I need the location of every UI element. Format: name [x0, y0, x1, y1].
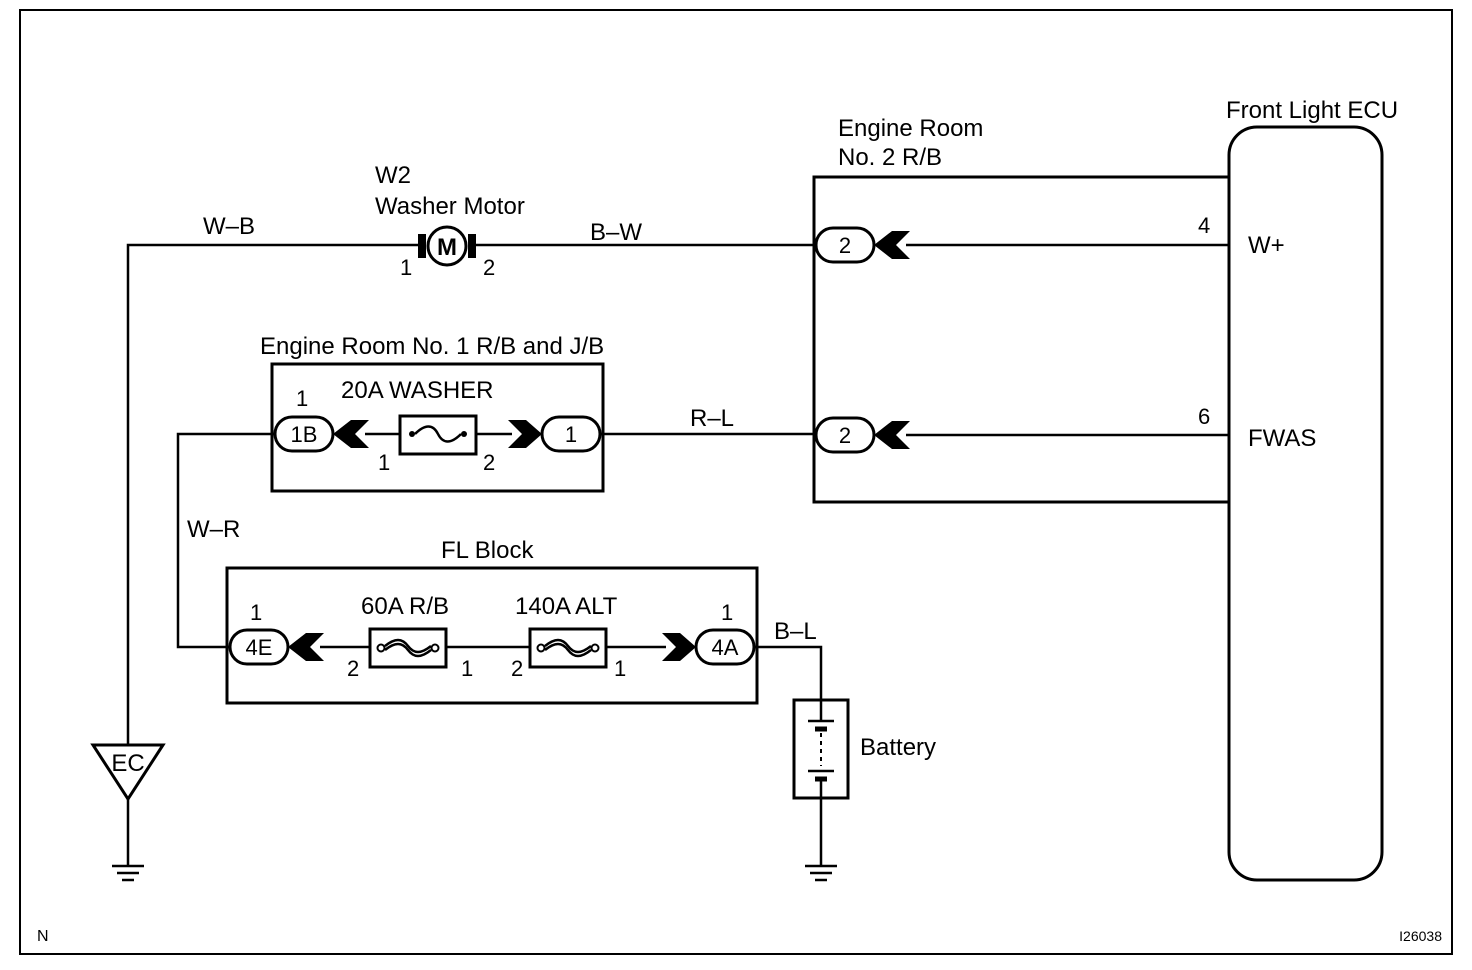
connector-4a-label: 4A: [712, 635, 739, 660]
c1-arrow: [508, 420, 542, 448]
ecu-terminal-fwas: FWAS: [1248, 425, 1316, 452]
ground-ec-label: EC: [111, 750, 144, 777]
fuse-140a-pin-2: 2: [511, 656, 523, 681]
ecu-pin-4-number: 4: [1198, 213, 1210, 238]
fuse-60a-pin-2: 2: [347, 656, 359, 681]
fuse-20a-pin-1: 1: [378, 450, 390, 475]
engine-room-no2-label-line1: Engine Room: [838, 115, 983, 142]
wire-b-l: [754, 645, 823, 700]
fuse-60a-element: [384, 638, 432, 654]
c1b-arrow: [333, 420, 369, 448]
fuse-60a-pin-1: 1: [461, 656, 473, 681]
washer-motor-code: W2: [375, 162, 411, 189]
fuse-140a-element: [544, 638, 592, 654]
fuse-60a-element-2: [384, 642, 432, 658]
connector-1b-label: 1B: [291, 422, 318, 447]
engine-room-no2-label-line2: No. 2 R/B: [838, 144, 942, 171]
fuse-60a-label: 60A R/B: [361, 593, 449, 620]
er2-bottom-arrow: [874, 421, 910, 449]
fuse-140a: [528, 627, 608, 669]
motor-bracket-right: [468, 234, 476, 258]
c4a-arrow: [662, 633, 696, 661]
er2-connector-top-label: 2: [839, 233, 851, 258]
fl-block-label: FL Block: [441, 537, 534, 564]
er2-top-arrow: [874, 231, 910, 259]
fuse-140a-element-2: [544, 642, 592, 658]
footer-left-code: N: [37, 928, 49, 945]
ecu-pin-6-number: 6: [1198, 404, 1210, 429]
fuse-140a-label: 140A ALT: [515, 593, 618, 620]
diagram-frame: [19, 9, 1453, 955]
ecu-terminal-w-plus: W+: [1248, 232, 1285, 259]
wire-w-b: [126, 243, 420, 745]
fuse-60a: [368, 627, 448, 669]
fuse-60a-term-right: [430, 643, 440, 653]
engine-room-no1-box: [270, 362, 605, 493]
footer-right-code: I26038: [1399, 928, 1442, 944]
motor-symbol: M: [437, 234, 457, 261]
wire-b-l-label: B–L: [774, 618, 817, 645]
motor-pin-1: 1: [400, 255, 412, 280]
engine-room-no2-box: [812, 175, 1229, 504]
fuse-140a-pin-1: 1: [614, 656, 626, 681]
wire-w-r: [176, 432, 275, 649]
c4a-pin-number: 1: [721, 600, 733, 625]
c4e-pin-number: 1: [250, 600, 262, 625]
fuse-140a-term-left: [536, 643, 546, 653]
front-light-ecu-label: Front Light ECU: [1226, 97, 1398, 124]
fuse-60a-term-left: [376, 643, 386, 653]
c1b-pin-number: 1: [296, 386, 308, 411]
fuse-20a-element: [414, 425, 462, 443]
fuse-20a-pin-2: 2: [483, 450, 495, 475]
fl-block-box: [225, 566, 759, 705]
connector-4e-label: 4E: [246, 635, 273, 660]
connector-1-label: 1: [565, 422, 577, 447]
wire-r-l-label: R–L: [690, 405, 734, 432]
wire-w-r-label: W–R: [187, 516, 240, 543]
washer-motor-label: Washer Motor: [375, 193, 525, 220]
ground-ec-triangle: [90, 743, 166, 802]
fuse-140a-term-right: [590, 643, 600, 653]
washer-motor-icon: [426, 225, 468, 267]
battery-label: Battery: [860, 734, 936, 761]
wire-b-w-label: B–W: [590, 219, 642, 246]
motor-pin-2: 2: [483, 255, 495, 280]
motor-bracket-left: [418, 234, 426, 258]
engine-room-no1-label: Engine Room No. 1 R/B and J/B: [260, 333, 604, 360]
er2-connector-bottom-label: 2: [839, 423, 851, 448]
fuse-20a-label: 20A WASHER: [341, 377, 494, 404]
wire-w-b-label: W–B: [203, 213, 255, 240]
fuse-20a-term-right: [461, 431, 467, 437]
c4e-arrow: [288, 633, 324, 661]
fuse-20a-term-left: [409, 431, 415, 437]
